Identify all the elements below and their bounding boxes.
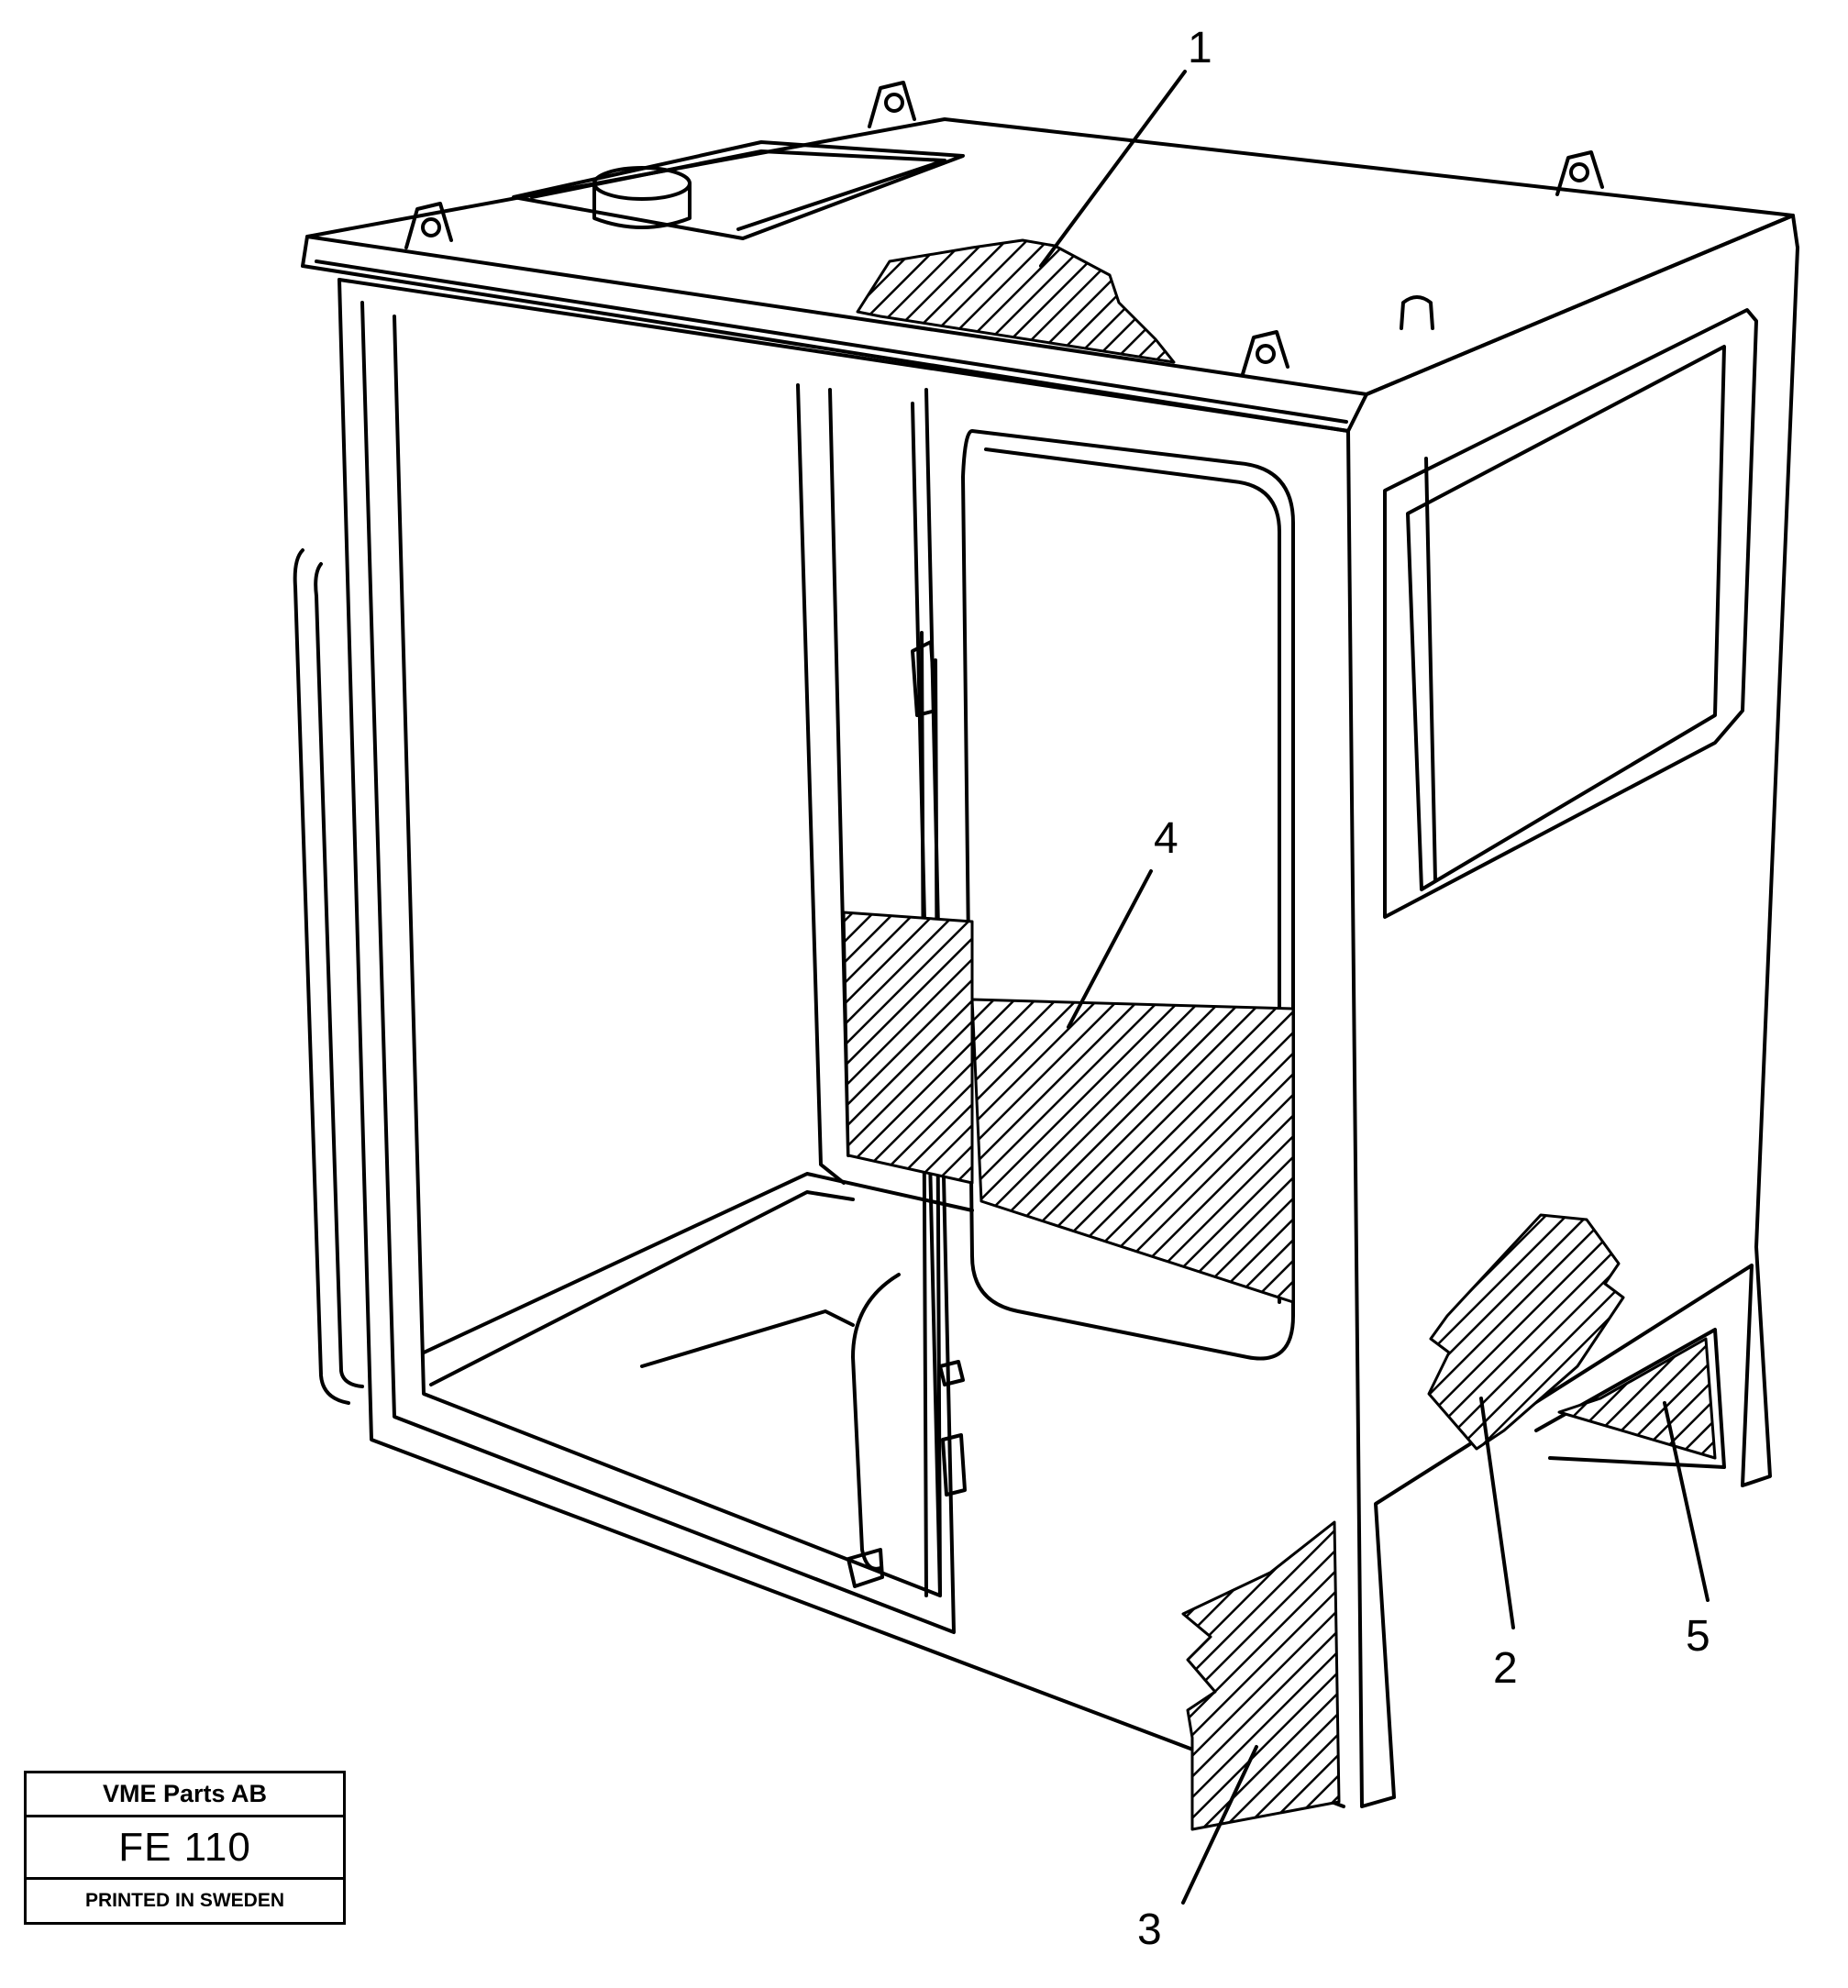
panel-roof-insulation (856, 238, 1176, 364)
title-block: VME Parts AB FE 110 PRINTED IN SWEDEN (24, 1771, 346, 1925)
lifting-eye (868, 81, 916, 128)
leader-line-5 (1663, 1401, 1710, 1602)
callout-1: 1 (1188, 24, 1212, 72)
roof (301, 81, 1799, 433)
leader-line-1 (1039, 70, 1187, 268)
panel-floor-mat (970, 998, 1295, 1304)
lifting-eye (1555, 150, 1604, 196)
leader-line-3 (1181, 1745, 1258, 1905)
callout-2: 2 (1493, 1644, 1518, 1693)
title-block-imprint: PRINTED IN SWEDEN (84, 1890, 284, 1911)
lifting-eye (404, 202, 453, 249)
rear-window (961, 429, 1295, 1361)
panel-lower-front (1181, 1520, 1341, 1831)
callout-4: 4 (1154, 814, 1179, 863)
title-block-company: VME Parts AB (27, 1773, 343, 1817)
panel-side-insulation (1427, 1213, 1625, 1451)
panel-rear-lower (1557, 1337, 1717, 1460)
leader-line-4 (1067, 869, 1153, 1029)
title-block-figure-code: FE 110 (27, 1817, 343, 1880)
callout-3: 3 (1137, 1905, 1162, 1954)
callout-5: 5 (1686, 1612, 1710, 1661)
leader-line-2 (1479, 1397, 1515, 1629)
cab-right-side (1346, 246, 1799, 1808)
lifting-eye (1241, 330, 1289, 376)
panel-side-insulation-left (842, 911, 974, 1185)
